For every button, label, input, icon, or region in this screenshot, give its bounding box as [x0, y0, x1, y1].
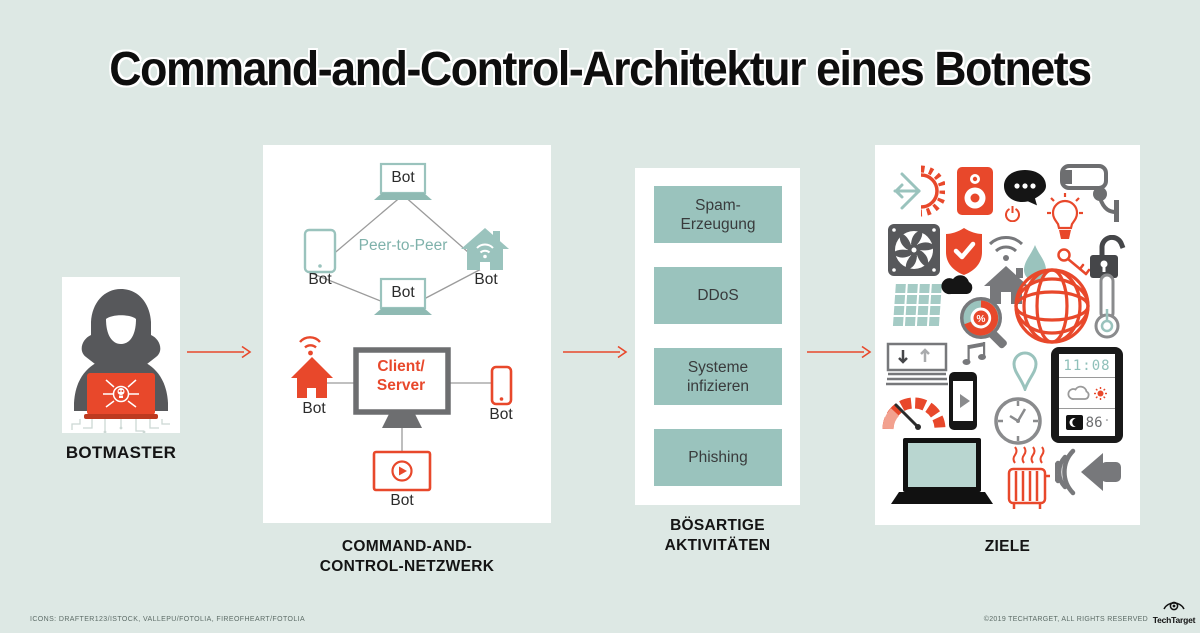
- p2p-title: Peer-to-Peer: [358, 237, 448, 254]
- solar-panel-icon: [892, 284, 942, 326]
- monitor-icon: [353, 347, 451, 428]
- music-notes-icon: [962, 342, 986, 365]
- open-padlock-icon: [1090, 235, 1126, 278]
- spider-icon: [103, 379, 139, 408]
- phone-media-player-icon: [949, 372, 977, 430]
- smart-home-icon: [291, 357, 333, 398]
- client-server-title: Client/ Server: [358, 357, 444, 395]
- thermostat-temp-unit: °: [1105, 419, 1109, 426]
- cnc-label-line2: CONTROL-NETZWERK: [319, 558, 495, 575]
- cloud-outline-icon: [1067, 385, 1090, 400]
- cnc-panel: [263, 145, 551, 523]
- icon-credits: ICONS: DRAFTER123/ISTOCK, VALLEPU/FOTOLI…: [30, 616, 306, 623]
- window-blinds-icon: [886, 342, 948, 386]
- arrow-activities-to-targets: [807, 345, 872, 359]
- svg-text:%: %: [977, 314, 986, 325]
- activity-spam-line1: Spam-: [695, 196, 741, 214]
- circuit-traces: [71, 419, 170, 432]
- cloud-icon: [941, 275, 973, 295]
- chat-bubble-icon: [1004, 170, 1046, 206]
- bot-label-p2p-bottom: Bot: [391, 284, 415, 301]
- client-server-title-line2: Server: [376, 377, 426, 394]
- thermostat-time: 11:08: [1059, 354, 1115, 378]
- activity-spam: Spam- Erzeugung: [654, 186, 782, 243]
- activities-label-line1: BÖSARTIGE: [670, 517, 765, 534]
- loudspeaker-icon: [1055, 448, 1121, 496]
- arrow-botmaster-to-cnc: [187, 345, 252, 359]
- activity-spam-line2: Erzeugung: [680, 215, 756, 233]
- bot-label-cs-right: Bot: [489, 406, 513, 423]
- speaker-box-icon: [957, 167, 993, 215]
- thermostat-bottom-row: 86°: [1059, 409, 1115, 436]
- techtarget-logo-text: TechTarget: [1152, 615, 1196, 625]
- tablet-icon: [303, 228, 337, 274]
- thermometer-icon: [1094, 273, 1120, 339]
- wifi-icon: [299, 336, 321, 356]
- laptop-icon: [374, 162, 432, 200]
- smart-thermostat-icon: 11:08: [1051, 347, 1123, 443]
- security-camera-icon: [1060, 164, 1119, 222]
- shield-check-icon: [946, 228, 982, 275]
- sun-icon: [1094, 386, 1107, 400]
- activity-ddos-line1: DDoS: [697, 287, 739, 304]
- thermostat-temp: 86: [1085, 414, 1103, 431]
- techtarget-logo: TechTarget: [1152, 598, 1196, 625]
- activity-infect-line2: infizieren: [686, 377, 750, 395]
- arrow-cnc-to-activities: [563, 345, 628, 359]
- botmaster-label: BOTMASTER: [65, 443, 177, 462]
- bot-label-p2p-right: Bot: [474, 271, 498, 288]
- smart-home-icon: [461, 228, 509, 270]
- smartphone-icon: [490, 365, 513, 406]
- smart-home-wifi-icon: [984, 236, 1028, 304]
- light-bulb-icon: [1047, 193, 1083, 239]
- cooling-fan-icon: [888, 224, 940, 276]
- hacker-icon: [71, 289, 170, 434]
- bot-label-p2p-left: Bot: [308, 271, 332, 288]
- page-title: Command-and-Control-Architektur eines Bo…: [109, 43, 1092, 96]
- wall-clock-icon: [994, 397, 1042, 445]
- laptop-icon: [374, 277, 432, 315]
- map-pin-icon: [1012, 351, 1038, 391]
- copyright-notice: ©2019 TECHTARGET, ALL RIGHTS RESERVED: [983, 616, 1148, 623]
- radiator-icon: [1007, 446, 1050, 509]
- activities-panel: Spam- Erzeugung DDoS Systeme infizieren …: [635, 168, 800, 505]
- cnc-network-diagram: [291, 162, 513, 492]
- client-server-title-line1: Client/: [377, 358, 425, 375]
- activity-phishing-line1: Phishing: [688, 449, 748, 466]
- cnc-label: COMMAND-AND- CONTROL-NETZWERK: [273, 537, 541, 577]
- globe-icon: [1014, 268, 1090, 344]
- media-player-icon: [372, 450, 432, 492]
- cnc-label-line1: COMMAND-AND-: [341, 538, 473, 555]
- activity-ddos: DDoS: [654, 267, 782, 324]
- bot-label-cs-bottom: Bot: [390, 492, 414, 509]
- speed-gauge-icon: [882, 397, 946, 430]
- targets-label: ZIELE: [984, 538, 1031, 555]
- night-mode-icon: [1065, 415, 1083, 430]
- activities-label: BÖSARTIGE AKTIVITÄTEN: [625, 516, 810, 556]
- activity-phishing: Phishing: [654, 429, 782, 486]
- bot-label-cs-left: Bot: [302, 400, 326, 417]
- botmaster-panel: [62, 277, 180, 434]
- techtarget-eye-icon: [1163, 601, 1185, 611]
- key-icon: [1057, 248, 1090, 276]
- thermostat-weather: [1059, 378, 1115, 409]
- climate-control-icon: [893, 165, 945, 217]
- activity-infect-line1: Systeme: [687, 358, 749, 376]
- activities-label-line2: AKTIVITÄTEN: [664, 537, 771, 554]
- bot-label-p2p-top: Bot: [391, 169, 415, 186]
- power-button-icon: [1005, 206, 1020, 222]
- laptop-icon: [891, 438, 993, 504]
- thermostat-screen: 11:08: [1059, 354, 1115, 436]
- activity-infect: Systeme infizieren: [654, 348, 782, 405]
- search-percentage-icon: %: [960, 297, 1007, 349]
